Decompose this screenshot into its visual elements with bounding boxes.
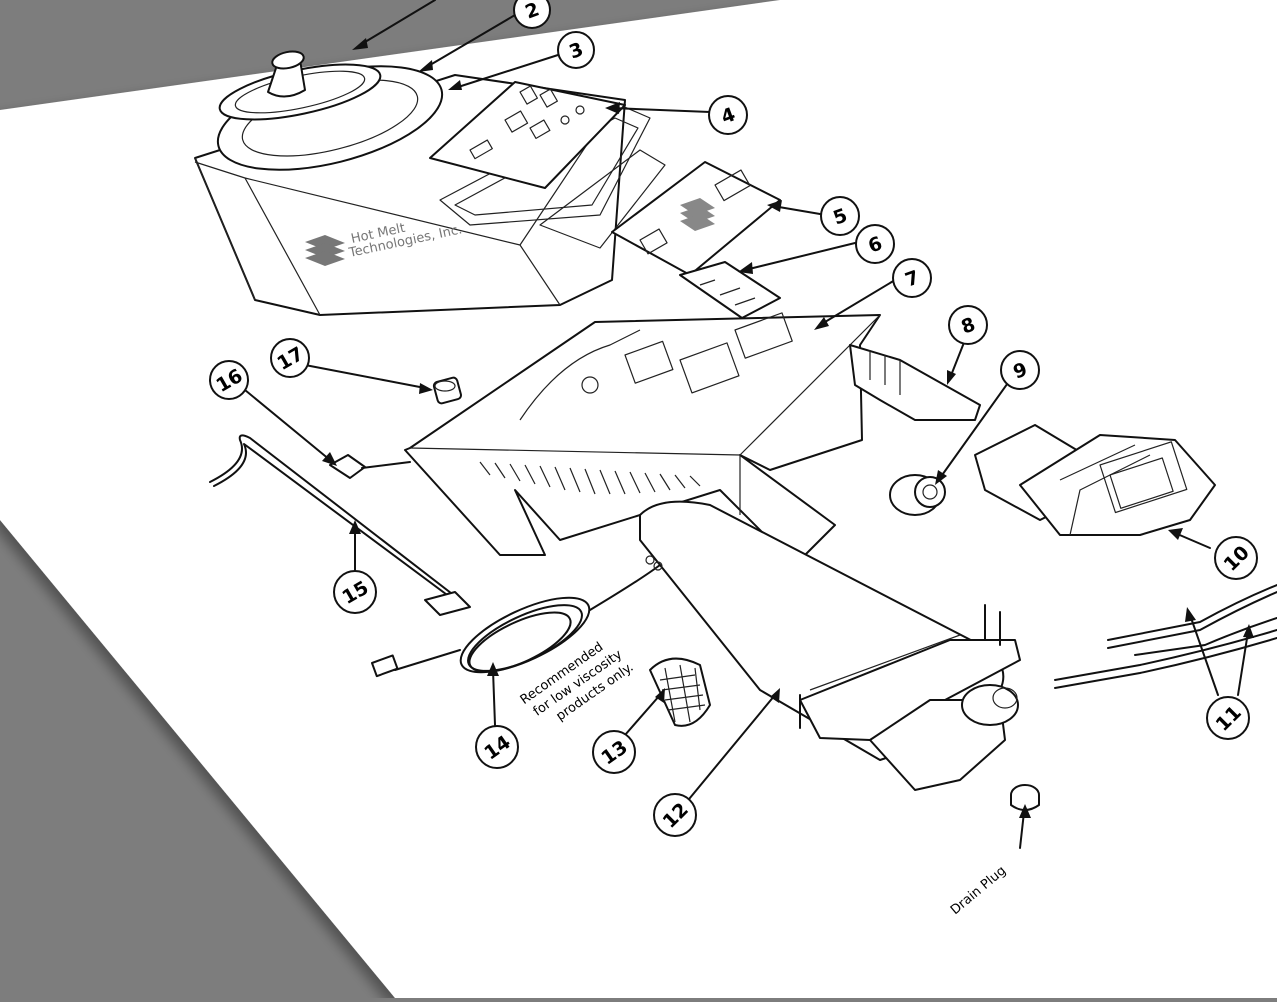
logo-stripes-icon xyxy=(305,235,345,266)
callout-10: 10 xyxy=(1214,536,1258,580)
leader-lines xyxy=(244,0,1249,849)
base-chassis xyxy=(404,312,881,561)
strainer-basket xyxy=(649,657,711,727)
leader-arrowheads xyxy=(322,38,1254,818)
cord-connector xyxy=(329,454,411,479)
side-bracket xyxy=(849,344,981,421)
callout-4: 4 xyxy=(708,95,748,135)
callout-6: 6 xyxy=(855,224,895,264)
drain-plug xyxy=(1010,784,1040,811)
callout-15: 15 xyxy=(333,570,377,614)
round-knob xyxy=(889,474,946,516)
power-switch xyxy=(432,376,462,405)
callout-5: 5 xyxy=(820,196,860,236)
callout-12: 12 xyxy=(653,793,697,837)
callout-14: 14 xyxy=(475,725,519,769)
callout-2-label: 2 xyxy=(522,0,542,24)
callout-13: 13 xyxy=(592,730,636,774)
callout-11: 11 xyxy=(1206,696,1250,740)
callout-9: 9 xyxy=(1000,350,1040,390)
callout-16: 16 xyxy=(209,360,249,400)
control-panel-plate xyxy=(429,81,626,189)
callout-17: 17 xyxy=(270,338,310,378)
callout-2: 2 xyxy=(513,0,551,29)
circuit-cover-plate xyxy=(611,161,781,276)
hopper-lid xyxy=(218,50,382,121)
heater-rods xyxy=(1054,584,1277,689)
pump-motor-assembly xyxy=(974,424,1216,536)
callout-3: 3 xyxy=(557,31,595,69)
control-board xyxy=(679,261,781,319)
support-rod xyxy=(209,434,471,616)
callout-8: 8 xyxy=(948,305,988,345)
vent-slots xyxy=(479,461,701,495)
power-cord xyxy=(370,555,663,678)
callout-7: 7 xyxy=(892,258,932,298)
melt-tank xyxy=(639,500,1021,791)
